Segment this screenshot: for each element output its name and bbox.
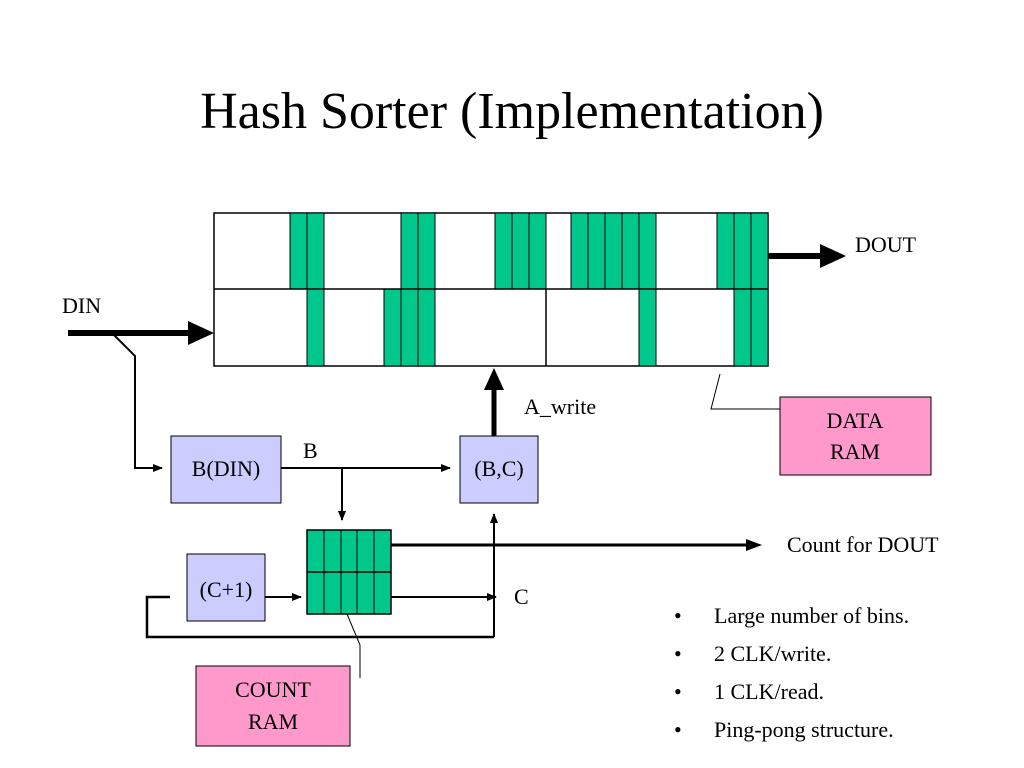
bc-block: (B,C) bbox=[459, 435, 539, 504]
data-ram-bin bbox=[417, 288, 436, 367]
data-ram-bin bbox=[750, 212, 769, 290]
a-write-arrow bbox=[484, 368, 504, 436]
bc-label: (B,C) bbox=[474, 456, 524, 481]
a-write-label: A_write bbox=[524, 394, 596, 419]
data-ram-bin bbox=[494, 212, 513, 290]
b-bus bbox=[281, 464, 451, 521]
data-ram-bin bbox=[289, 212, 308, 290]
din-label: DIN bbox=[62, 293, 101, 318]
bullet-icon: • bbox=[674, 679, 682, 704]
feature-list-item: • 2 CLK/write. bbox=[672, 635, 909, 673]
bullet-icon: • bbox=[674, 603, 682, 628]
feature-list-item: • Large number of bins. bbox=[672, 597, 909, 635]
count-ram-label-line2: RAM bbox=[248, 709, 298, 734]
data-ram-bin bbox=[400, 288, 419, 367]
feature-list-item: • 1 CLK/read. bbox=[672, 673, 909, 711]
data-ram-label-line2: RAM bbox=[830, 439, 880, 464]
data-ram-callout: DATA RAM bbox=[710, 373, 932, 476]
b-din-label: B(DIN) bbox=[192, 456, 260, 481]
data-ram-bin bbox=[511, 212, 530, 290]
data-ram-bin bbox=[400, 212, 419, 290]
din-arrow bbox=[68, 321, 214, 472]
c-plus-1-label: (C+1) bbox=[200, 577, 253, 602]
bullet-icon: • bbox=[674, 717, 682, 742]
data-ram-bin bbox=[383, 288, 402, 367]
slide-title: Hash Sorter (Implementation) bbox=[200, 83, 824, 140]
count-ram-label-line1: COUNT bbox=[235, 677, 311, 702]
data-ram-bin bbox=[528, 212, 547, 290]
data-ram-bin bbox=[306, 212, 325, 290]
b-din-block: B(DIN) bbox=[170, 435, 282, 504]
data-ram-bin bbox=[604, 212, 623, 290]
data-ram-bin bbox=[733, 212, 752, 290]
feature-text: Large number of bins. bbox=[714, 603, 910, 628]
count-for-dout-label: Count for DOUT bbox=[787, 532, 939, 557]
c-plus-1-block: (C+1) bbox=[186, 553, 266, 622]
data-ram-bin bbox=[570, 212, 589, 290]
data-ram-bin bbox=[638, 288, 657, 367]
data-ram-bin bbox=[587, 212, 606, 290]
c-bus bbox=[145, 513, 498, 639]
data-ram-bin bbox=[621, 212, 640, 290]
count-ram-grid bbox=[306, 529, 392, 615]
data-ram-bin bbox=[716, 212, 735, 290]
data-ram-bins bbox=[289, 212, 769, 367]
feature-list: • Large number of bins. • 2 CLK/write. • 1 CL… bbox=[672, 597, 909, 749]
feature-text: Ping-pong structure. bbox=[714, 717, 894, 742]
data-ram-bin bbox=[417, 212, 436, 290]
feature-list-item: • Ping-pong structure. bbox=[672, 711, 909, 749]
feature-text: 2 CLK/write. bbox=[714, 641, 832, 666]
bullet-icon: • bbox=[674, 641, 682, 666]
count-ram-callout: COUNT RAM bbox=[195, 613, 361, 747]
dout-arrow bbox=[768, 244, 846, 268]
feature-text: 1 CLK/read. bbox=[714, 679, 824, 704]
data-ram-label-line1: DATA bbox=[827, 408, 884, 433]
b-label: B bbox=[303, 438, 318, 463]
data-ram-bin bbox=[750, 288, 769, 367]
data-ram-bin bbox=[733, 288, 752, 367]
data-ram-bin bbox=[306, 288, 325, 367]
data-ram-bin bbox=[638, 212, 657, 290]
dout-label: DOUT bbox=[855, 232, 917, 257]
data-ram bbox=[213, 212, 769, 367]
c-label: C bbox=[514, 584, 529, 609]
count-for-dout-arrow bbox=[391, 539, 762, 551]
